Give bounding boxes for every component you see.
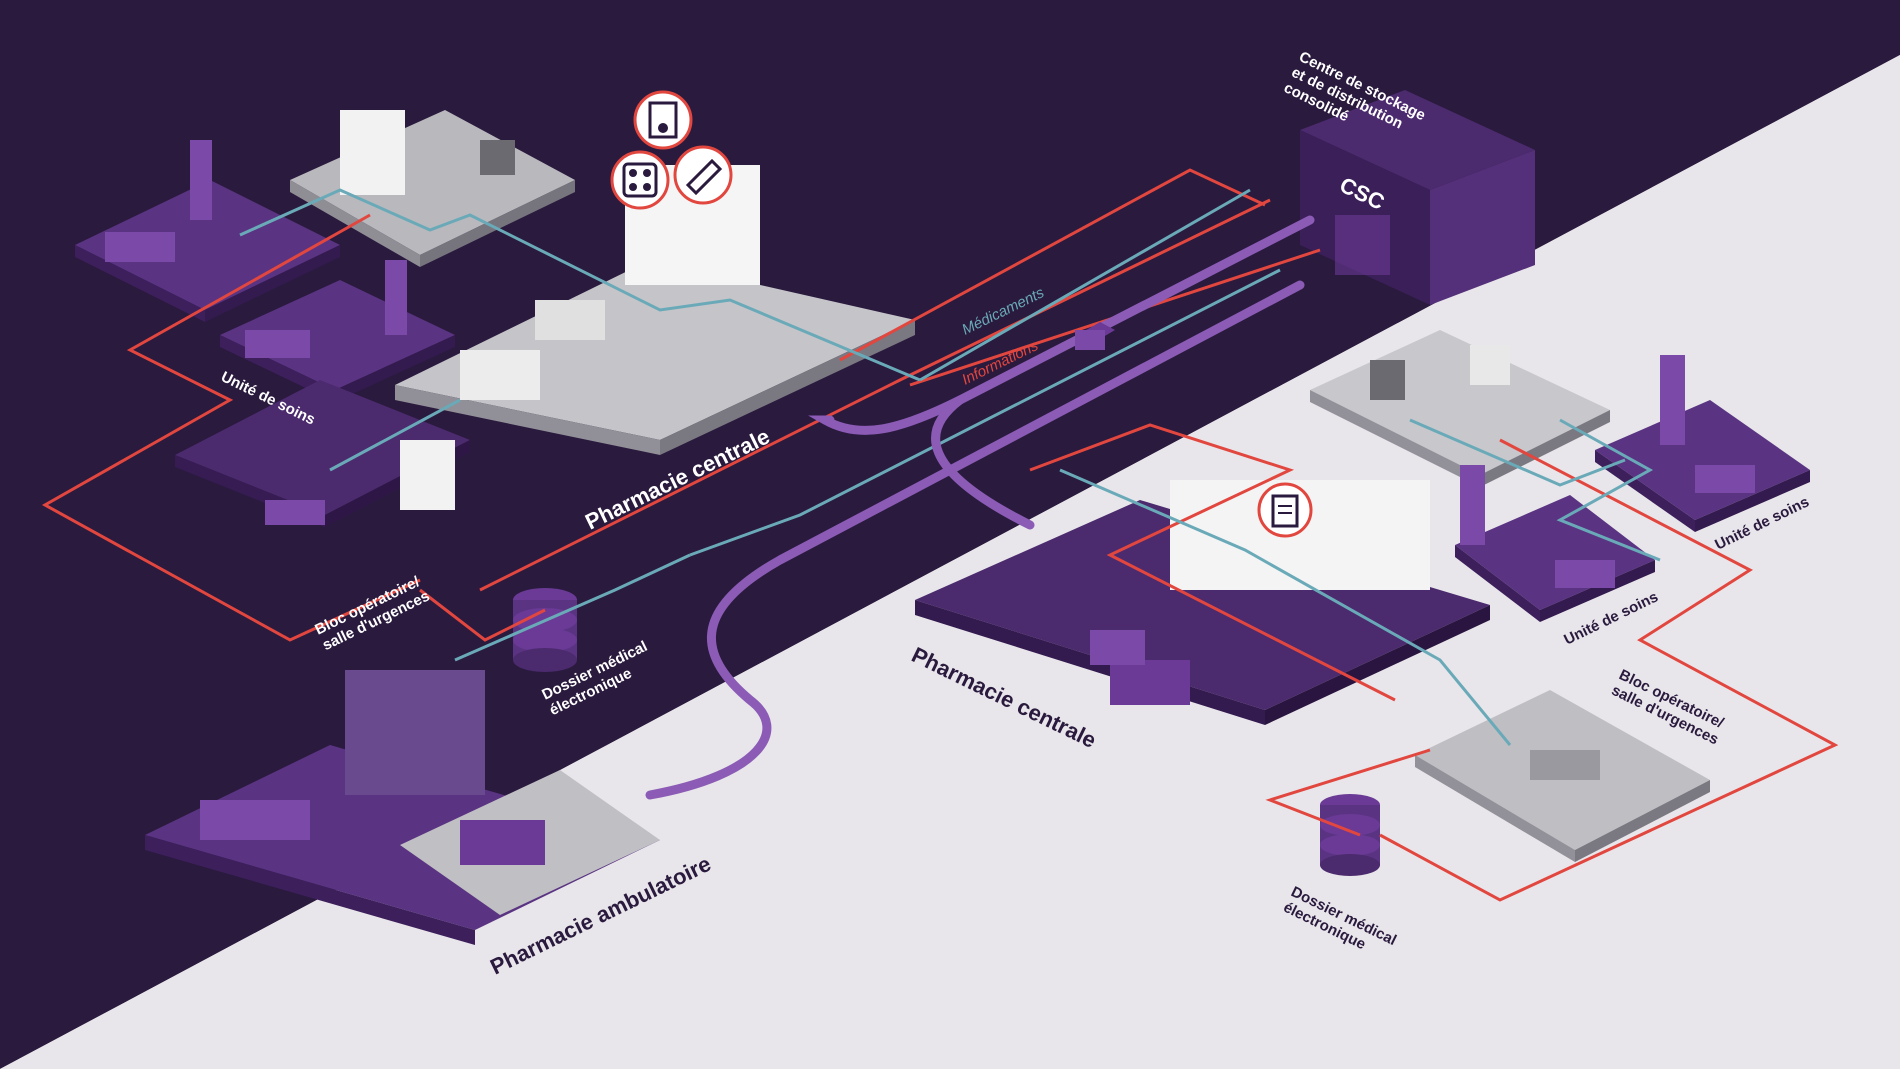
- care-unit-room-left: [75, 140, 340, 322]
- database-icon: [513, 588, 577, 672]
- database-icon-right: [1320, 794, 1380, 876]
- csc-building: [1300, 90, 1535, 305]
- care-unit-room-middle: [220, 260, 455, 402]
- medication-lines: [239, 188, 1661, 746]
- operating-room-right: [1415, 690, 1710, 862]
- operating-room-left: [175, 380, 470, 527]
- flow-arrows: [645, 215, 1315, 800]
- ointment-tube-icon: [673, 145, 733, 205]
- care-unit-room-right-2: [1455, 465, 1655, 622]
- outpatient-pharmacy: [145, 670, 660, 945]
- pill-blister-icon: [610, 150, 670, 210]
- care-unit-room-right-1: [1595, 355, 1810, 532]
- document-icon: [633, 90, 693, 150]
- central-pharmacy-right: [915, 480, 1490, 725]
- truck-icon: [1075, 322, 1115, 350]
- information-lines: [41, 168, 1839, 902]
- clipboard-icon: [1257, 482, 1313, 538]
